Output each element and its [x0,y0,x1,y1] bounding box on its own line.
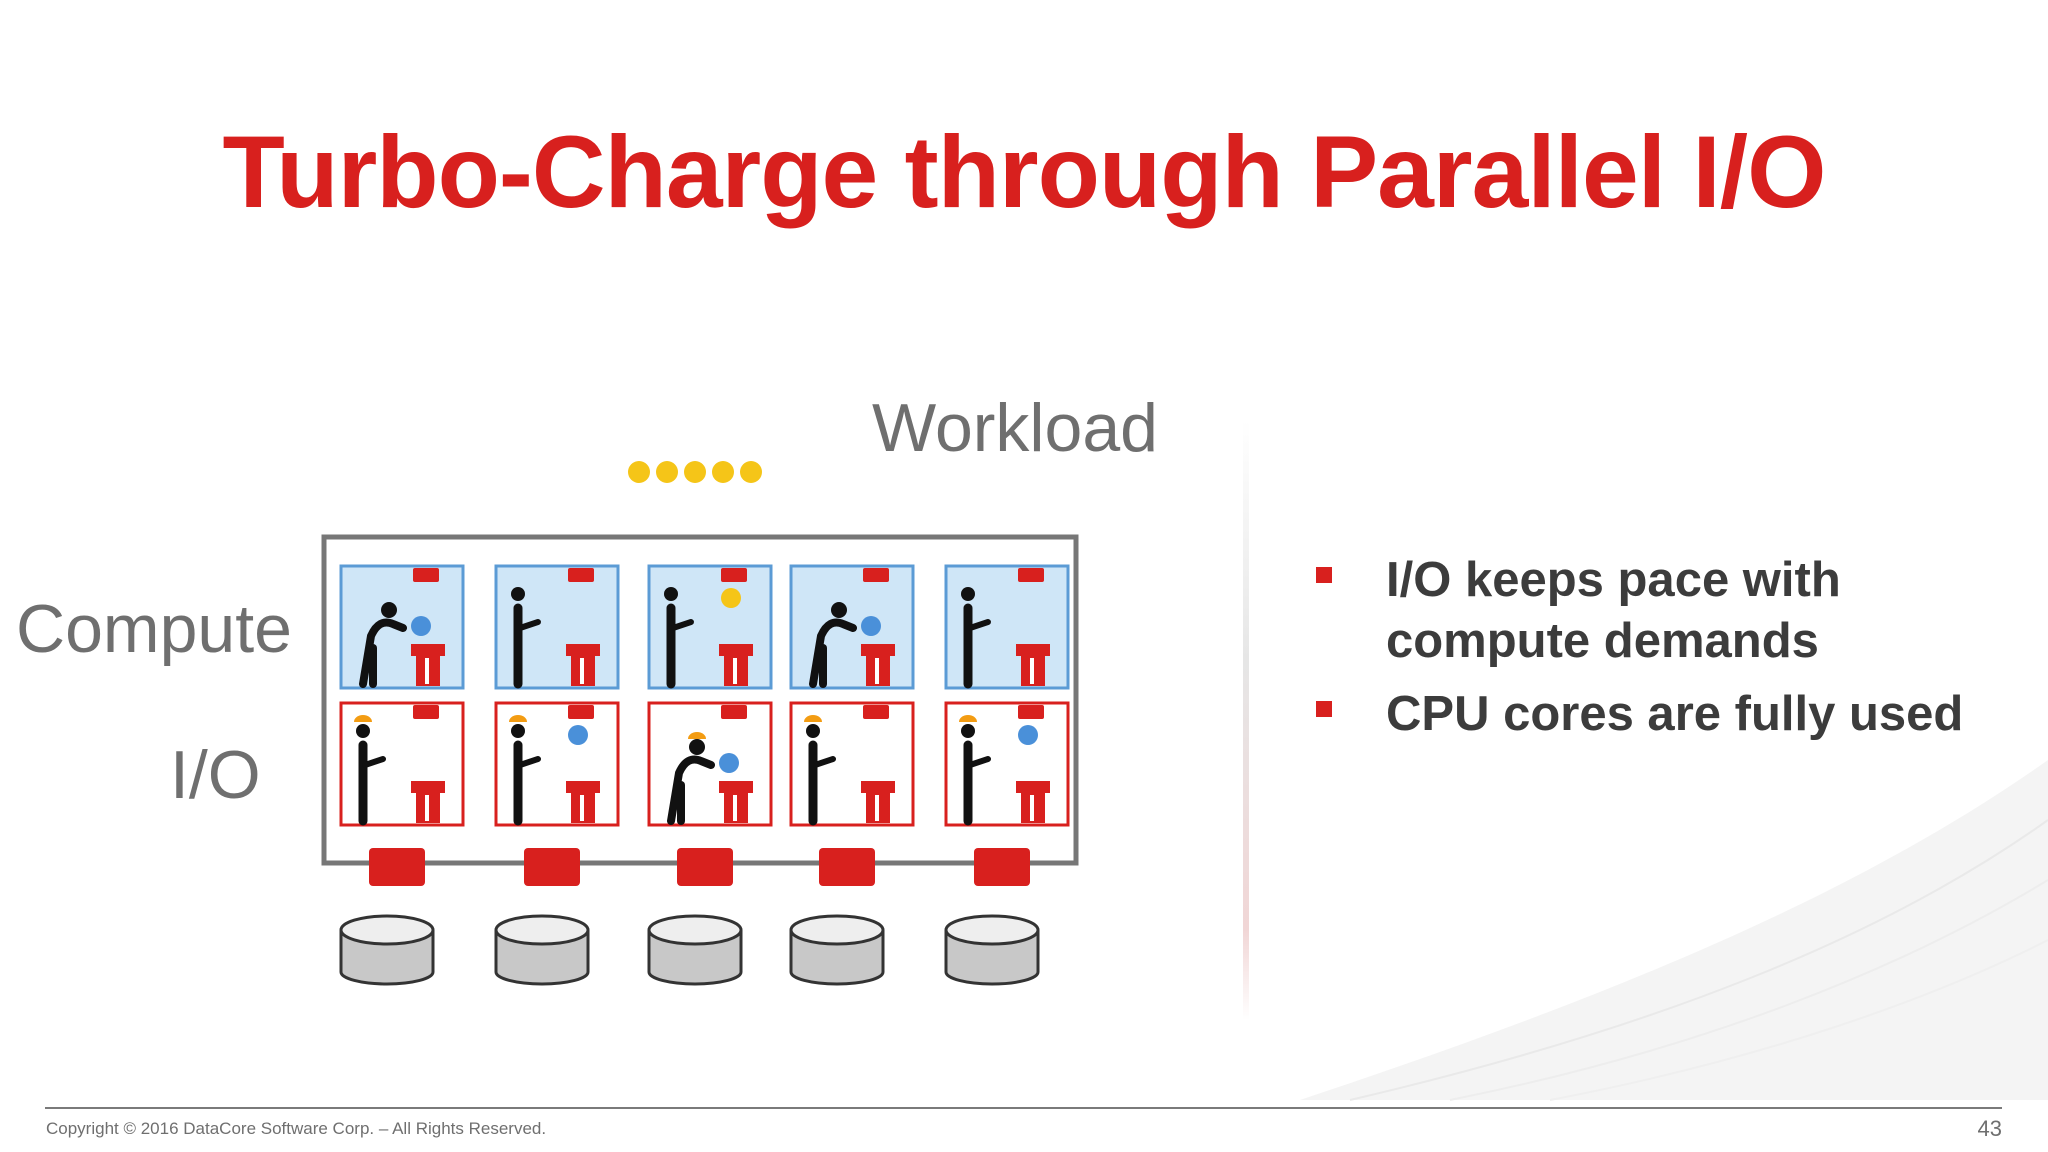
bullet-text: CPU cores are fully used [1386,687,1964,741]
bullet-text: I/O keeps pace with compute demands [1386,553,1841,668]
compute-cell [944,564,1070,690]
io-label: I/O [170,737,261,813]
bullet-marker [1316,701,1332,717]
worker-standing-icon [356,724,386,826]
machine-icon [861,781,895,823]
io-cell [789,701,915,827]
port-icon [568,705,594,719]
page-number: 43 [1977,1116,2002,1141]
compute-cell [789,564,915,690]
machine-icon [566,644,600,686]
vertical-divider [1243,420,1249,1020]
io-cell [494,701,620,827]
io-port-icon [677,848,733,886]
machine-icon [1016,644,1050,686]
port-icon [863,568,889,582]
port-icon [413,705,439,719]
compute-cell [339,564,465,690]
job-blue-icon [411,616,431,636]
worker-bending-icon [667,739,715,825]
hard-hat-icon [354,715,372,722]
port-icon [721,705,747,719]
disk-row [339,914,1040,986]
workload-dot [684,461,706,483]
job-blue-icon [861,616,881,636]
disk-icon [789,914,885,986]
compute-label: Compute [16,591,292,667]
machine-icon [719,781,753,823]
io-cell [647,701,773,827]
worker-standing-icon [961,724,991,826]
port-icon [721,568,747,582]
io-row [339,701,1070,827]
footer-divider [45,1107,2002,1109]
workload-dot [656,461,678,483]
bullet-item: I/O keeps pace with compute demands [1310,550,2010,672]
worker-standing-icon [664,587,694,689]
bullet-item: CPU cores are fully used [1310,684,2010,745]
machine-icon [566,781,600,823]
compute-cell [647,564,773,690]
workload-label: Workload [872,390,1158,466]
port-icon [413,568,439,582]
workload-dot [628,461,650,483]
workload-dot [740,461,762,483]
machine-icon [1016,781,1050,823]
worker-standing-icon [961,587,991,689]
worker-bending-icon [359,602,407,688]
port-icon [1018,705,1044,719]
io-port-icon [819,848,875,886]
disk-icon [339,914,435,986]
hard-hat-icon [688,732,706,739]
disk-icon [494,914,590,986]
io-connectors [369,848,1030,886]
job-yellow-icon [721,588,741,608]
hard-hat-icon [509,715,527,722]
io-port-icon [524,848,580,886]
port-icon [1018,568,1044,582]
machine-icon [861,644,895,686]
worker-standing-icon [806,724,836,826]
job-blue-icon [568,725,588,745]
disk-icon [944,914,1040,986]
job-blue-icon [1018,725,1038,745]
io-port-icon [369,848,425,886]
machine-icon [411,644,445,686]
hard-hat-icon [804,715,822,722]
port-icon [568,568,594,582]
copyright-text: Copyright © 2016 DataCore Software Corp.… [46,1119,547,1138]
worker-standing-icon [511,587,541,689]
disk-icon [647,914,743,986]
machine-icon [719,644,753,686]
compute-row [339,564,1070,690]
worker-standing-icon [511,724,541,826]
io-cell [944,701,1070,827]
io-cell [339,701,465,827]
workload-queue [628,461,762,483]
job-blue-icon [719,753,739,773]
bullet-marker [1316,567,1332,583]
bullet-list: I/O keeps pace with compute demands CPU … [1310,550,2010,757]
slide-title: Turbo-Charge through Parallel I/O [222,115,1827,229]
workload-dot [712,461,734,483]
hard-hat-icon [959,715,977,722]
port-icon [863,705,889,719]
io-port-icon [974,848,1030,886]
machine-icon [411,781,445,823]
worker-bending-icon [809,602,857,688]
compute-cell [494,564,620,690]
parallel-io-diagram [321,461,1079,986]
